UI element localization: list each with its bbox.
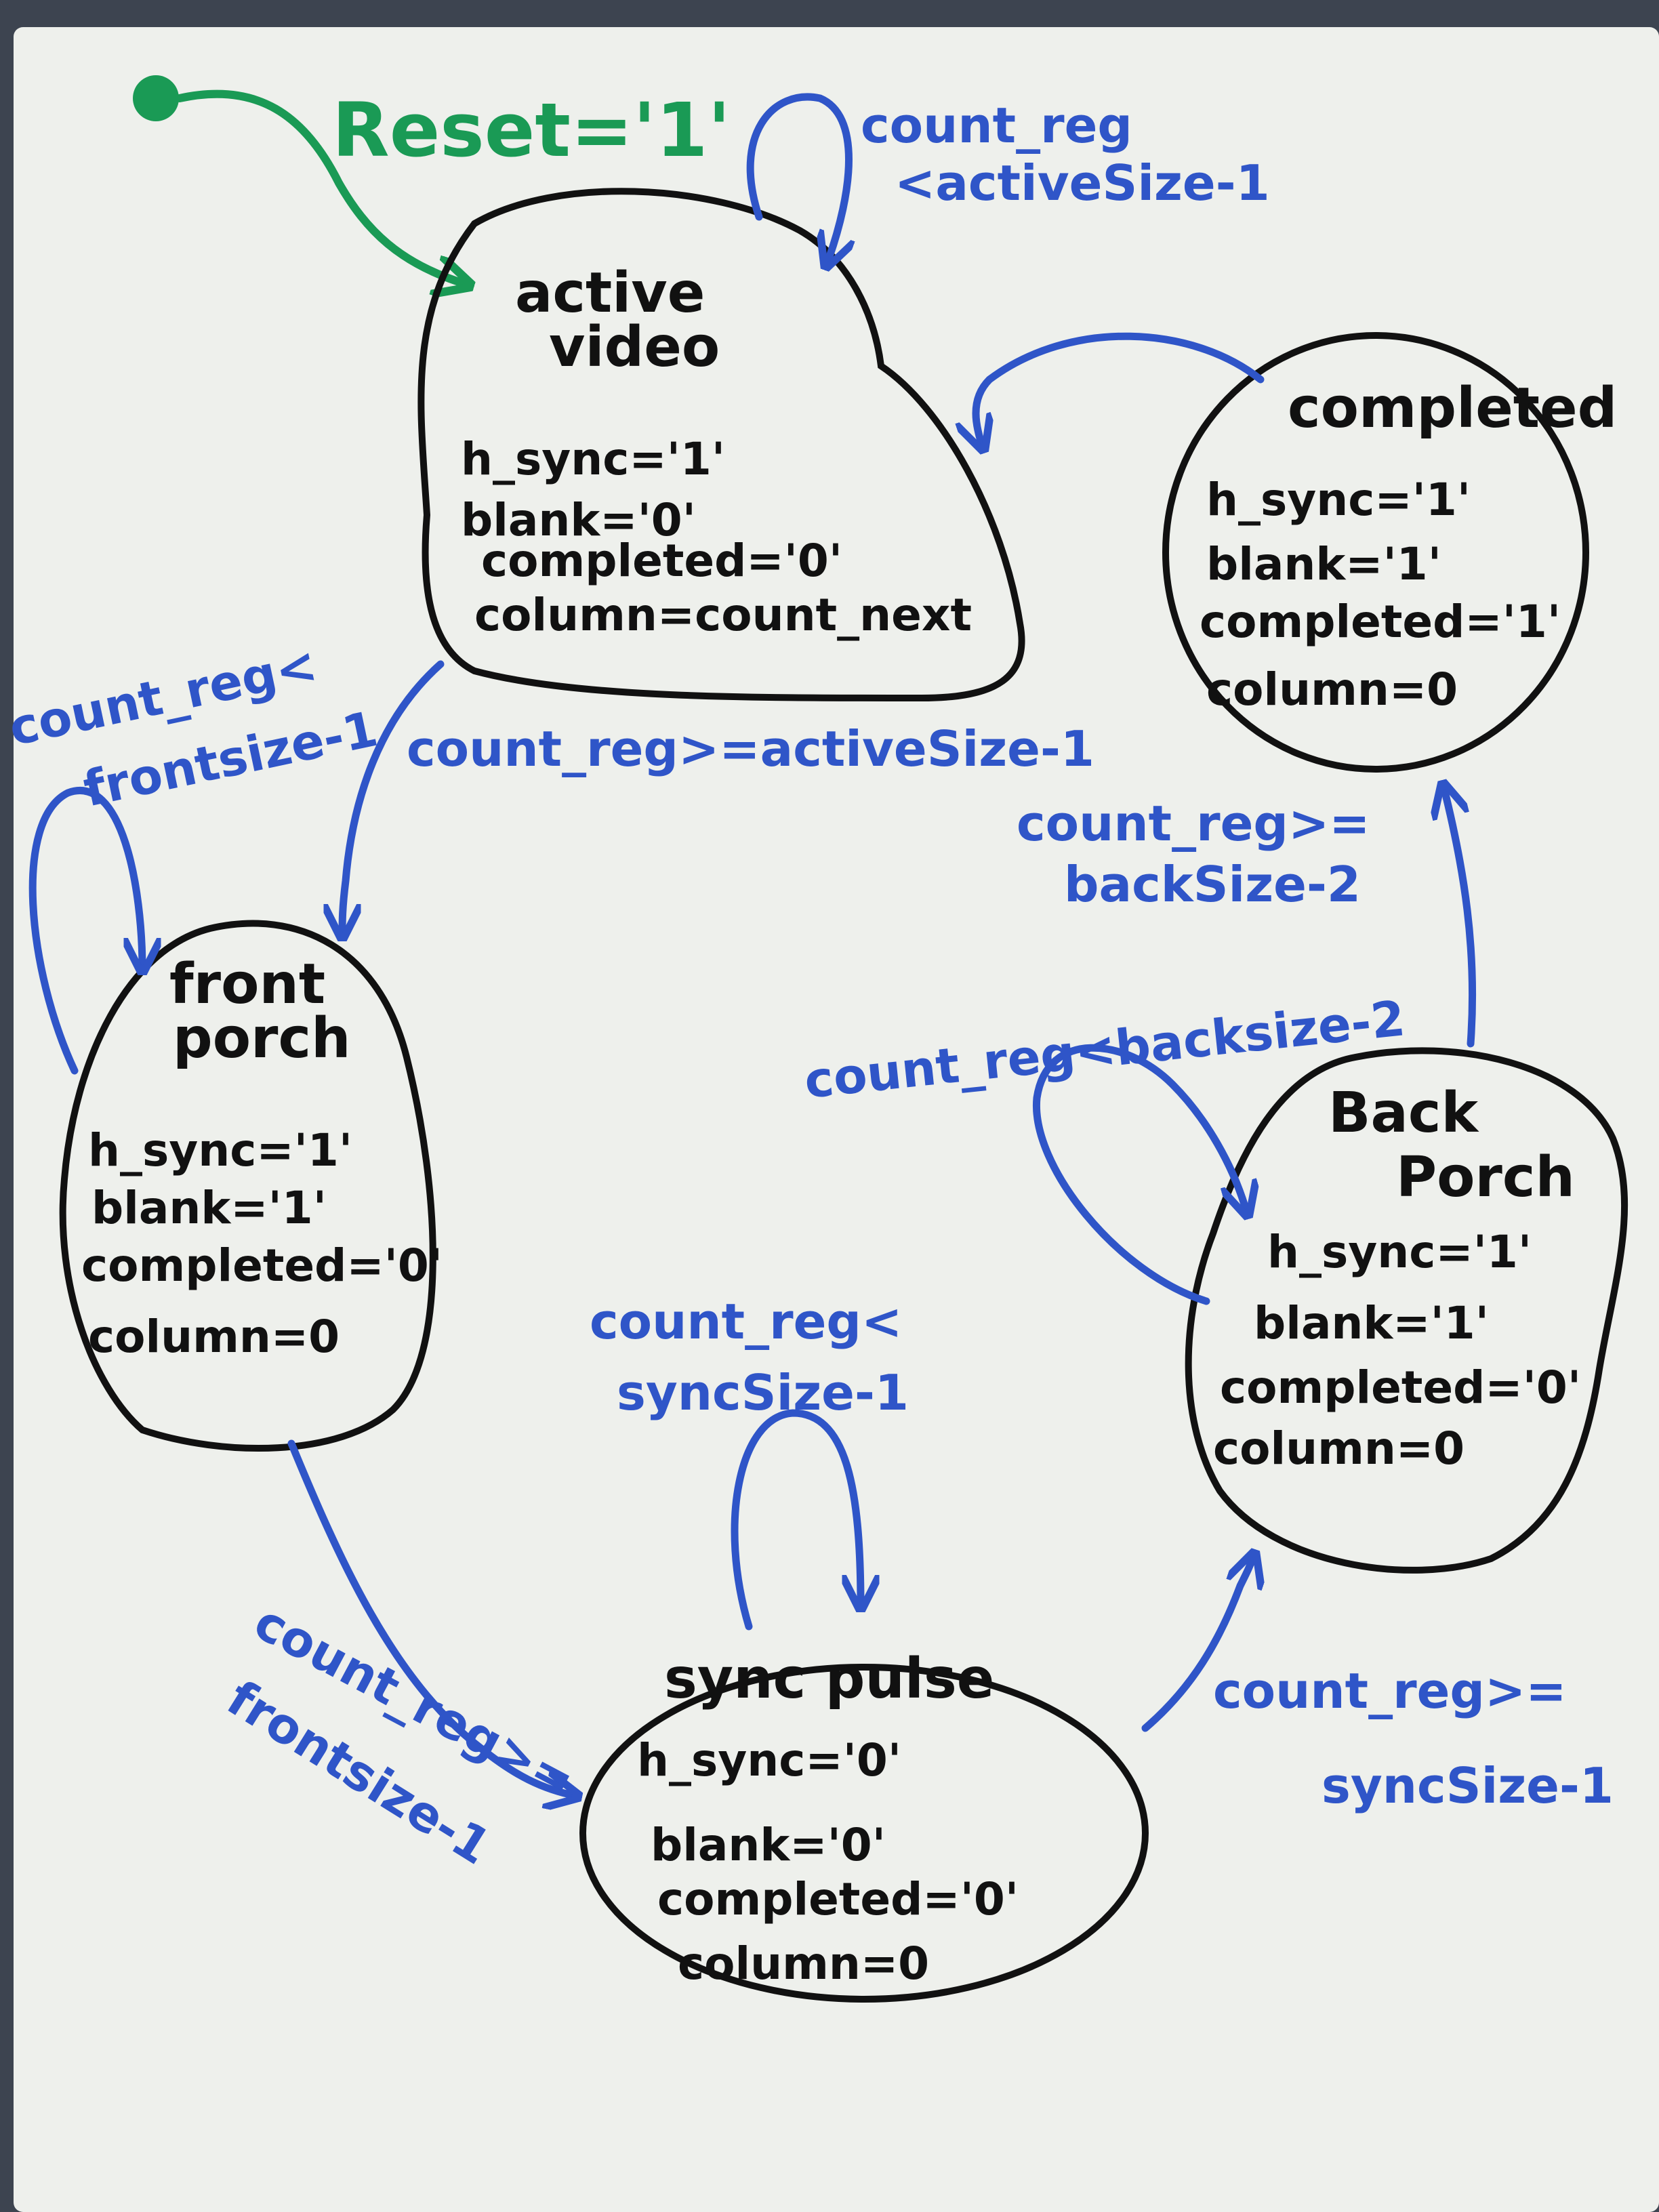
back-self-loop-arrow <box>1032 1044 1247 1305</box>
active-to-front-arrow <box>342 660 445 935</box>
state-back-porch: Back Porch h_sync='1' blank='1' complete… <box>1185 1047 1629 1574</box>
state-back-porch-title-2: Porch <box>1396 1145 1575 1210</box>
transition-completed-to-active <box>976 332 1265 447</box>
reset-label: Reset='1' <box>332 87 731 173</box>
state-active-video: active video h_sync='1' blank='0' comple… <box>417 188 1025 702</box>
transition-sync-self: count_reg< syncSize-1 <box>590 1293 909 1631</box>
sync-to-back-arrow <box>1141 1555 1254 1732</box>
state-front-porch-line-4: column=0 <box>88 1311 340 1363</box>
back-to-completed-label-1: count_reg>= <box>1017 795 1370 852</box>
state-sync-pulse-title-1: sync pulse <box>664 1647 994 1711</box>
state-front-porch-title-2: porch <box>173 1006 350 1071</box>
transition-sync-to-back: count_reg>= syncSize-1 <box>1141 1555 1614 1814</box>
transition-active-to-front: count_reg>=activeSize-1 <box>342 660 1094 935</box>
state-back-porch-line-3: completed='0' <box>1220 1361 1581 1414</box>
state-active-video-line-4: column=count_next <box>474 589 972 641</box>
state-front-porch-line-3: completed='0' <box>81 1240 443 1292</box>
state-completed-line-1: h_sync='1' <box>1206 474 1471 526</box>
transition-active-self: count_reg <activeSize-1 <box>746 93 1270 264</box>
state-sync-pulse-line-4: column=0 <box>678 1938 929 1990</box>
state-completed-line-3: completed='1' <box>1200 596 1561 648</box>
state-completed-title-1: completed <box>1288 376 1617 441</box>
sync-to-back-label-2: syncSize-1 <box>1322 1757 1614 1814</box>
active-self-label-2: <activeSize-1 <box>895 155 1270 211</box>
state-back-porch-line-4: column=0 <box>1213 1422 1465 1475</box>
state-active-video-outline <box>417 188 1025 702</box>
front-self-loop-arrow <box>28 787 142 1075</box>
state-front-porch-line-1: h_sync='1' <box>88 1124 352 1176</box>
transition-back-to-completed: count_reg>= backSize-2 <box>1017 786 1477 1048</box>
sync-to-back-label-1: count_reg>= <box>1213 1662 1567 1719</box>
state-back-porch-title-1: Back <box>1328 1081 1479 1145</box>
front-to-sync-arrow <box>287 1439 576 1796</box>
reset-transition: Reset='1' <box>133 75 731 285</box>
state-active-video-line-3: completed='0' <box>481 535 842 587</box>
state-back-porch-line-2: blank='1' <box>1254 1297 1489 1349</box>
sync-self-loop-arrow <box>731 1409 861 1631</box>
state-active-video-line-1: h_sync='1' <box>461 433 725 485</box>
reset-arrow <box>176 89 468 285</box>
state-back-porch-outline <box>1185 1047 1629 1574</box>
back-to-completed-label-2: backSize-2 <box>1064 856 1361 913</box>
state-sync-pulse-line-3: completed='0' <box>657 1873 1019 1925</box>
sync-self-label-2: syncSize-1 <box>617 1364 909 1421</box>
state-completed: completed h_sync='1' blank='1' completed… <box>1162 332 1617 773</box>
state-active-video-title-2: video <box>549 315 720 380</box>
state-completed-line-4: column=0 <box>1206 663 1458 716</box>
state-sync-pulse-outline <box>579 1664 1149 2003</box>
initial-state-dot <box>133 75 179 121</box>
state-front-porch-line-2: blank='1' <box>91 1182 327 1234</box>
state-active-video-title-1: active <box>515 261 705 325</box>
state-completed-outline <box>1162 332 1589 773</box>
state-front-porch: front porch h_sync='1' blank='1' complet… <box>59 920 443 1452</box>
active-self-loop-arrow <box>746 93 848 264</box>
completed-to-active-arrow <box>976 332 1265 447</box>
back-to-completed-arrow <box>1443 786 1477 1048</box>
sync-self-label-1: count_reg< <box>590 1293 902 1350</box>
state-sync-pulse-line-1: h_sync='0' <box>637 1734 901 1786</box>
state-front-porch-title-1: front <box>169 952 325 1017</box>
state-completed-line-2: blank='1' <box>1206 538 1441 590</box>
active-to-front-label: count_reg>=activeSize-1 <box>407 720 1094 777</box>
state-sync-pulse: sync pulse h_sync='0' blank='0' complete… <box>579 1647 1149 2003</box>
state-sync-pulse-line-2: blank='0' <box>651 1819 886 1871</box>
active-self-label-1: count_reg <box>861 97 1132 154</box>
state-back-porch-line-1: h_sync='1' <box>1267 1226 1532 1278</box>
state-active-video-line-2: blank='0' <box>461 494 696 546</box>
